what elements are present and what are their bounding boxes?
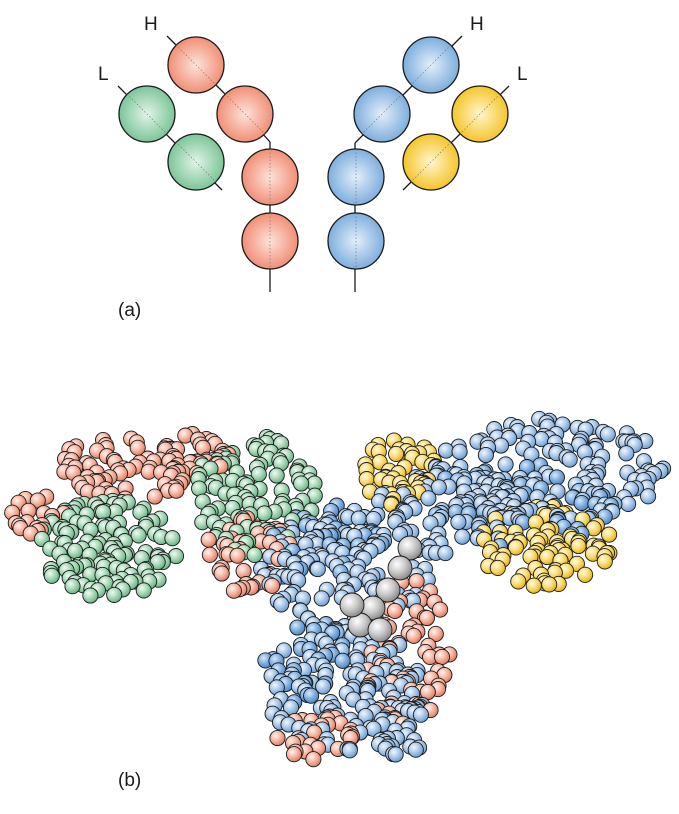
heavy-chain-1-atom — [213, 565, 230, 582]
light-chain-1-atom — [246, 546, 263, 563]
light-chain-1-atom — [82, 587, 99, 604]
heavy-chain-1-atom — [269, 729, 286, 747]
light-chain-1-atom — [43, 567, 60, 584]
light-chain-1-atom — [106, 586, 123, 603]
panel-b-label: (b) — [118, 770, 141, 791]
light-chain-2-atom — [388, 445, 405, 462]
heavy-chain-2-atom — [420, 490, 437, 507]
heavy-chain-2-atom — [273, 596, 290, 613]
heavy-chain-2-atom — [437, 545, 454, 562]
light-chain-2-atom — [570, 537, 587, 555]
light-chain-label-right: L — [517, 64, 528, 85]
heavy-chain-label-left: H — [144, 14, 158, 35]
light-chain-2-atom — [525, 577, 542, 594]
heavy-chain-2-atom — [454, 528, 471, 545]
heavy-chain-2-atom — [350, 510, 367, 527]
heavy-chain-2-atom — [620, 495, 637, 512]
light-chain-2-atom — [489, 559, 506, 576]
heavy-chain-1-atom — [386, 602, 403, 619]
space-filling-antibody-model — [4, 410, 672, 768]
heavy-chain-2-atom — [315, 678, 332, 695]
heavy-chain-1-atom — [146, 488, 163, 505]
heavy-chain-2-atom — [477, 446, 494, 464]
light-chain-2-atom — [541, 576, 558, 593]
heavy-chain-1-atom — [408, 573, 425, 590]
heavy-chain-1-atom — [433, 648, 451, 665]
heavy-chain-2-atom — [341, 742, 358, 759]
heavy-chain-1-atom — [264, 577, 281, 594]
heavy-chain-2-atom — [303, 687, 320, 704]
heavy-chain-2-atom — [387, 746, 404, 763]
carbohydrate-atom — [375, 577, 401, 603]
heavy-chain-1-atom — [418, 609, 435, 627]
heavy-chain-2-atom — [497, 456, 514, 473]
heavy-chain-1-atom — [432, 601, 449, 618]
heavy-chain-2-atom — [412, 706, 429, 723]
light-chain-1-atom — [64, 578, 81, 595]
carbohydrate-atom — [339, 592, 365, 618]
carbohydrate-atom — [367, 617, 393, 643]
heavy-chain-1-atom — [225, 582, 242, 599]
light-chain-2-atom — [596, 553, 613, 570]
heavy-chain-2-atom — [334, 652, 351, 669]
heavy-chain-2-atom — [451, 443, 468, 460]
heavy-chain-1-atom — [200, 531, 217, 548]
domain-axis-dots — [126, 44, 501, 269]
heavy-chain-2-atom — [548, 469, 565, 486]
heavy-chain-2-atom — [450, 513, 467, 531]
light-chain-label-left: L — [98, 64, 109, 85]
light-chain-2-atom — [539, 548, 556, 566]
heavy-chain-1-atom — [305, 751, 322, 768]
chain-labels: H L H L (a) — [98, 14, 528, 321]
heavy-chain-2-atom — [640, 488, 657, 505]
light-chain-2-atom — [577, 566, 594, 583]
light-chain-2-atom — [510, 573, 527, 590]
heavy-chain-2-atom — [618, 445, 635, 462]
light-chain-1-atom — [130, 527, 147, 544]
light-chain-2-atom — [507, 539, 524, 556]
heavy-chain-label-right: H — [470, 14, 484, 35]
heavy-chain-2-atom — [309, 561, 326, 578]
heavy-chain-1-atom — [405, 627, 422, 644]
domain-schematic — [117, 35, 510, 292]
heavy-chain-2-atom — [573, 494, 590, 512]
heavy-chain-1-atom — [235, 562, 252, 580]
heavy-chain-2-atom — [437, 442, 455, 459]
light-chain-1-atom — [191, 480, 208, 497]
carbohydrate-atom — [397, 535, 423, 561]
heavy-chain-1-atom — [201, 546, 218, 563]
heavy-chain-2-atom — [313, 590, 330, 607]
light-chain-2-atom — [601, 526, 618, 543]
panel-a-label: (a) — [118, 300, 141, 321]
light-chain-1-atom — [135, 582, 152, 599]
heavy-chain-1-atom — [285, 746, 303, 763]
light-chain-1-atom — [164, 530, 181, 547]
heavy-chain-2-atom — [289, 619, 306, 636]
heavy-chain-2-atom — [599, 426, 616, 443]
carbohydrate-atom — [387, 555, 413, 581]
heavy-chain-2-atom — [407, 741, 424, 758]
light-chain-1-atom — [256, 505, 273, 522]
light-chain-1-atom — [293, 475, 310, 492]
heavy-chain-2-atom — [561, 451, 578, 468]
heavy-chain-1-atom — [427, 625, 444, 642]
light-chain-1-atom — [268, 467, 285, 484]
heavy-chain-1-atom — [168, 482, 185, 499]
heavy-chain-1-atom — [229, 547, 246, 564]
